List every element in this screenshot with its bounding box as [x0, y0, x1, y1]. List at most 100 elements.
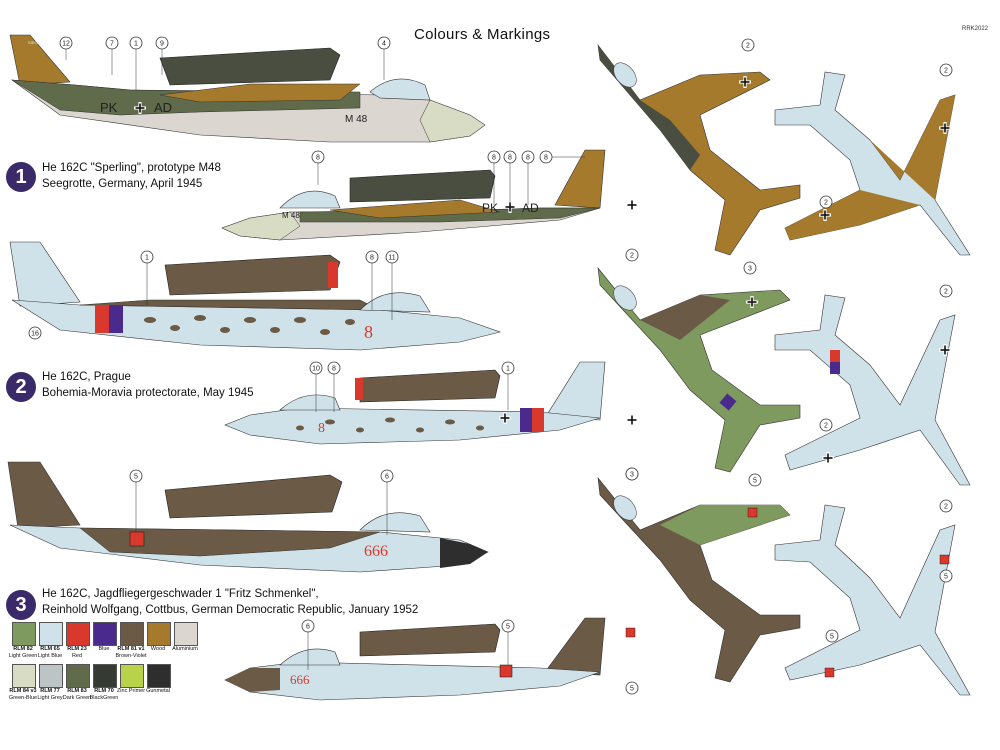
- legend-swatch: [174, 622, 198, 646]
- legend-name: Wood: [150, 646, 166, 652]
- side-number: 8: [364, 322, 373, 342]
- camo-side: [79, 527, 381, 557]
- svg-text:10: 10: [312, 366, 320, 373]
- wing-left: [785, 190, 920, 240]
- callout-marker: 5: [625, 681, 639, 695]
- callout-marker: 11: [385, 250, 399, 320]
- svg-text:6: 6: [306, 624, 310, 631]
- svg-text:9: 9: [160, 41, 164, 48]
- callout-marker: 2: [939, 63, 953, 77]
- legend-name: Red: [71, 652, 83, 659]
- camo: [640, 295, 730, 340]
- balkenkreuz-icon: [626, 199, 638, 211]
- legend-code: RLM 77: [40, 688, 60, 694]
- plan-3-top: [597, 477, 801, 683]
- legend-name: Gunmetal: [146, 688, 170, 694]
- svg-text:3: 3: [630, 472, 634, 479]
- side-number: 8: [318, 421, 325, 436]
- callout-marker: 8: [487, 150, 501, 205]
- codes-right: AD: [154, 100, 172, 115]
- callout-marker: 2: [819, 195, 833, 209]
- side-code: M 48: [345, 114, 368, 125]
- callout-marker: 3: [743, 261, 757, 275]
- engine-nacelle: [164, 254, 341, 296]
- legend-code: RLM 84 v3: [9, 688, 37, 694]
- legend-name: Light Grey: [37, 694, 63, 701]
- legend-swatch: [93, 664, 117, 688]
- legend-code: RLM 70: [94, 688, 114, 694]
- profile-1-right: PK AD M 48: [221, 149, 606, 241]
- roundel-icon: [499, 664, 513, 678]
- legend-label: Aluminium: [165, 646, 205, 653]
- roundel-icon: [824, 667, 835, 678]
- scheme-1-title: He 162C "Sperling", prototype M48: [42, 162, 221, 174]
- svg-text:8: 8: [492, 155, 496, 162]
- camo: [660, 505, 790, 545]
- tail-fin: [9, 34, 71, 86]
- profile-3-right: 666: [224, 617, 606, 701]
- roundel-icon: [747, 507, 758, 518]
- legend-swatch: [120, 622, 144, 646]
- plan-3-under: [774, 504, 971, 696]
- svg-text:2: 2: [944, 289, 948, 296]
- mottle: [144, 315, 355, 335]
- legend-name: Light Blue: [37, 652, 63, 659]
- callout-marker: 1: [140, 250, 154, 305]
- page-title: Colours & Markings: [414, 26, 551, 43]
- svg-text:8: 8: [544, 155, 548, 162]
- plan-2-under: [774, 294, 971, 486]
- callout-marker: 5: [939, 569, 953, 583]
- canopy: [359, 292, 431, 313]
- blue-band: [109, 305, 123, 333]
- scheme-3-subtitle: Reinhold Wolfgang, Cottbus, German Democ…: [42, 604, 419, 616]
- svg-text:8: 8: [370, 255, 374, 262]
- nose: [419, 99, 486, 143]
- profile-2-left: 8: [9, 241, 502, 351]
- svg-text:5: 5: [134, 474, 138, 481]
- legend-label: Gunmetal: [138, 688, 178, 695]
- legend-name: Light Green: [8, 652, 38, 659]
- legend-label: Wood: [138, 646, 178, 653]
- codes-left: PK: [100, 100, 118, 115]
- svg-text:2: 2: [944, 68, 948, 75]
- callout-marker: 2: [939, 284, 953, 298]
- callout-marker: 16: [28, 326, 42, 340]
- canopy: [359, 512, 431, 533]
- callout-marker: 4: [377, 36, 391, 80]
- svg-text:2: 2: [944, 504, 948, 511]
- callout-marker: 2: [741, 38, 755, 52]
- scheme-1-caption: He 162C "Sperling", prototype M48 Seegro…: [42, 160, 221, 192]
- legend-label: Zinc Primer: [111, 688, 151, 695]
- legend-swatch: [147, 622, 171, 646]
- legend-name: Blue: [98, 646, 110, 652]
- legend-swatch: [120, 664, 144, 688]
- red-band: [830, 350, 840, 362]
- callout-marker: 6: [301, 619, 315, 670]
- sheet-code: RRK2022: [962, 26, 989, 32]
- canopy: [369, 78, 431, 101]
- callout-marker: 5: [501, 619, 515, 665]
- legend-code: RLM 81 v1: [117, 646, 145, 652]
- plan-1-top: [597, 43, 801, 256]
- callout-marker: 6: [380, 469, 394, 535]
- legend-swatch: [66, 664, 90, 688]
- callout-marker: 8: [503, 150, 517, 205]
- callout-marker: 10: [309, 361, 323, 412]
- side-number: 666: [364, 543, 388, 560]
- scheme-2-title: He 162C, Prague: [42, 371, 131, 383]
- legend-name: Green-Blue: [8, 694, 38, 701]
- scheme-3-caption: He 162C, Jagdfliegergeschwader 1 "Fritz …: [42, 586, 418, 618]
- roundel-icon: [939, 554, 950, 565]
- canopy: [613, 62, 637, 88]
- engine-nacelle: [359, 623, 501, 657]
- legend-swatch: [12, 664, 36, 688]
- svg-text:4: 4: [382, 41, 386, 48]
- canopy: [279, 394, 341, 411]
- svg-text:1: 1: [145, 255, 149, 262]
- legend-swatch: [39, 664, 63, 688]
- svg-text:6: 6: [385, 474, 389, 481]
- scheme-2-badge: 2: [6, 372, 36, 402]
- airframe: [774, 504, 971, 696]
